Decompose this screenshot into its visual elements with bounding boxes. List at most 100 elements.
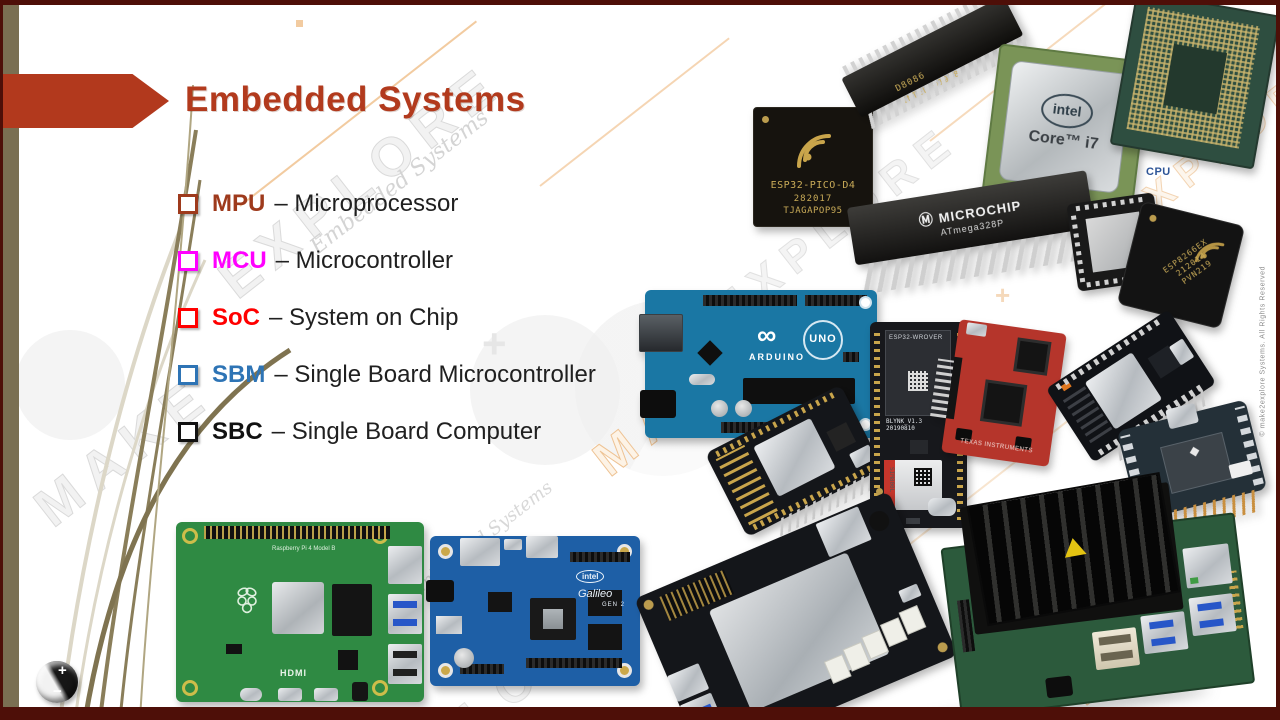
esp8266ex-chip: ESP8266EX 212014 PVN219: [1116, 200, 1246, 330]
broadcom-soc: [272, 582, 324, 634]
crystal-oscillator: [689, 374, 715, 385]
usb-controller-chip: [697, 340, 723, 366]
sim-module-label: SIM800L: [888, 467, 895, 493]
mount-hole: [438, 663, 453, 678]
module-label: ESP32-WROVER: [889, 335, 943, 341]
slide-border-top: [0, 0, 1280, 5]
rf-shield: [708, 552, 890, 713]
chip-marking: ESP32-PICO-D4: [770, 180, 856, 191]
soc-die: [543, 609, 563, 629]
usb-tab: [1197, 601, 1222, 612]
chip: [588, 624, 622, 650]
bullet-item-mcu: MCU – Microcontroller: [178, 243, 596, 278]
usb3-stack: [388, 594, 422, 634]
usb-tab: [393, 601, 417, 608]
arduino-infinity-icon: ∞: [757, 320, 777, 350]
slide-border-bottom: [0, 707, 1280, 720]
particle-star-icon: [1189, 446, 1200, 457]
ti-brand-text: TEXAS INSTRUMENTS: [959, 438, 1034, 455]
pin1-dot-icon: [762, 116, 769, 123]
power-jack: [426, 580, 454, 602]
usb3-stack: [1140, 611, 1189, 655]
mount-hole: [859, 296, 872, 309]
intel-logo-icon: intel: [576, 570, 605, 583]
bullet-abbr: SBC: [212, 417, 263, 445]
usb3-stack: [1188, 593, 1237, 637]
bullet-abbr: SoC: [212, 303, 260, 331]
hdmi-label: HDMI: [280, 668, 307, 678]
microchip-logo-icon: Ⓜ: [917, 210, 935, 229]
slide-border-right: [1276, 0, 1280, 720]
make2explore-logo-icon: + −: [36, 661, 78, 703]
header-strip: [460, 664, 504, 674]
capacitor: [711, 400, 728, 417]
bullet-desc: – Microprocessor: [274, 189, 459, 217]
usb-chip: [826, 422, 857, 452]
copyright-text: © make2explore Systems. All Rights Reser…: [1259, 265, 1267, 437]
usb-stack: [1091, 627, 1141, 671]
usb-tab: [393, 669, 417, 676]
usb-tab: [1149, 619, 1174, 630]
capacitor: [735, 400, 752, 417]
silkscreen-text: BLYNK_V1.3 20190810: [886, 418, 923, 432]
capacitor: [454, 648, 474, 668]
page-title: Embedded Systems: [185, 80, 526, 119]
micro-usb-port: [965, 322, 988, 337]
mount-hole: [642, 598, 656, 612]
micro-hdmi-port: [314, 688, 338, 701]
usb2-stack: [388, 644, 422, 684]
raspberry-pi-4-board: Raspberry Pi 4 Model B HDMI: [176, 522, 424, 702]
header-strip: [570, 552, 630, 562]
ethernet-port: [388, 546, 422, 584]
bullet-desc: – Microcontroller: [275, 246, 454, 274]
watermark-circle: [15, 330, 125, 440]
usb-tab: [1199, 618, 1224, 629]
usb-tab: [393, 619, 417, 626]
mcu-chip: [979, 379, 1028, 427]
chip: [488, 592, 512, 612]
chip-marking: 282017: [793, 194, 833, 204]
bullet-list: MPU – Microprocessor MCU – Microcontroll…: [178, 186, 596, 471]
intel-logo-icon: intel: [1039, 90, 1095, 132]
logo-plus-glyph: +: [58, 662, 67, 679]
power-jack: [1045, 675, 1074, 699]
micro-hdmi-port: [278, 688, 302, 701]
ethernet-port: [460, 538, 500, 566]
bullet-desc: – Single Board Microcontroller: [274, 360, 596, 388]
cpu-model-text: Core™ i7: [1027, 127, 1100, 154]
ram-chip: [332, 584, 372, 636]
usb-b-port: [639, 314, 683, 352]
arduino-brand-text: ARDUINO: [749, 352, 805, 362]
watermark-dot: [296, 20, 303, 27]
checkbox-bullet-icon: [178, 250, 198, 271]
mount-hole: [182, 680, 198, 696]
power-chip: [226, 644, 242, 654]
power-jack: [640, 390, 676, 418]
audio-jack: [866, 507, 893, 535]
micro-sd-slot: [436, 616, 462, 634]
uno-logo: UNO: [803, 320, 843, 360]
galileo-logo: intelGalileo GEN 2: [576, 566, 638, 608]
qr-code: [914, 468, 932, 486]
checkbox-bullet-icon: [178, 364, 198, 385]
bullet-desc: – Single Board Computer: [271, 417, 542, 445]
ethernet-port: [1182, 543, 1233, 589]
chip-marking: TJAGAPOP95: [783, 206, 843, 216]
ethernet-led: [1189, 577, 1199, 585]
micro-usb-port: [898, 583, 922, 604]
galileo-model-text: Galileo: [578, 588, 613, 600]
galileo-gen-text: GEN 2: [602, 602, 626, 608]
jetson-nano-board: [910, 468, 1263, 720]
pin1-dot-icon: [1148, 214, 1158, 223]
mount-hole: [372, 680, 388, 696]
checkbox-bullet-icon: [178, 421, 198, 442]
raspberry-pi-logo-icon: [237, 587, 257, 614]
button: [906, 518, 920, 524]
usb-tab: [393, 651, 417, 658]
usb-slot: [1100, 649, 1134, 662]
lga-center: [1163, 43, 1228, 115]
bullet-abbr: MCU: [212, 246, 267, 274]
espressif-logo-icon: [797, 134, 831, 168]
audio-jack: [352, 682, 368, 701]
bullet-abbr: SBM: [212, 360, 266, 388]
